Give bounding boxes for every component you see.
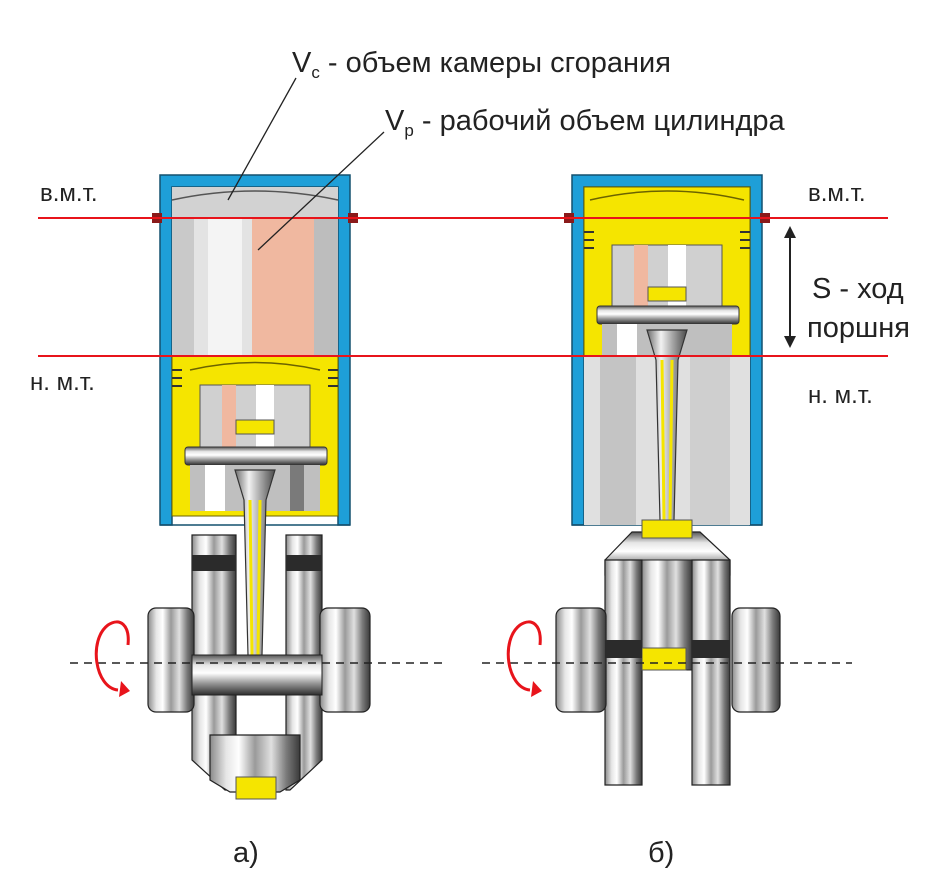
rotation-arrow-icon <box>506 620 542 697</box>
bdc-label-right: н. м.т. <box>808 382 873 409</box>
tdc-label-left: в.м.т. <box>40 180 98 207</box>
crankshaft-b <box>555 519 781 786</box>
engine-b <box>482 174 852 786</box>
caption-b: б) <box>648 837 674 869</box>
stroke-dimension-arrow-icon <box>784 226 796 348</box>
bdc-label-left: н. м.т. <box>30 369 95 396</box>
rotation-arrow-icon <box>94 620 130 697</box>
vc-leader-line <box>227 77 297 201</box>
combustion-chamber-a <box>172 187 338 218</box>
vp-label: Vp - рабочий объем цилиндра <box>385 105 786 140</box>
stroke-label-line2: поршня <box>807 312 910 344</box>
tdc-label-right: в.м.т. <box>808 180 866 207</box>
caption-a: а) <box>233 837 259 869</box>
vc-label: Vc - объем камеры сгорания <box>292 47 671 82</box>
vp-leader-line <box>257 131 385 251</box>
engine-a <box>70 174 445 800</box>
stroke-label-line1: S - ход <box>812 273 904 305</box>
